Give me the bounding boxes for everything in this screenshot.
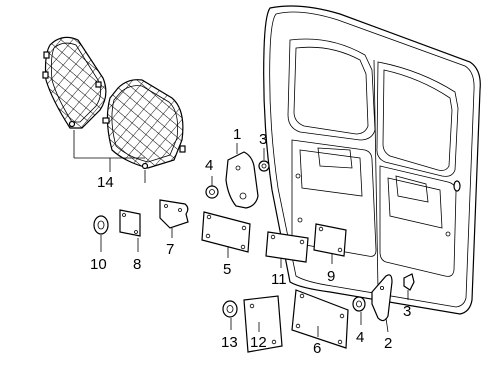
callout-11: 11 xyxy=(271,271,287,288)
callout-4-bottom: 4 xyxy=(356,329,364,346)
rear-door-panel xyxy=(263,5,481,315)
callout-5: 5 xyxy=(223,261,231,278)
callout-14: 14 xyxy=(97,174,114,191)
part-1-bracket xyxy=(225,143,259,209)
part-9-panel xyxy=(313,223,347,264)
callout-3-top: 3 xyxy=(259,131,267,148)
callout-8: 8 xyxy=(133,256,141,273)
part-4-grommet-bottom xyxy=(352,296,366,325)
callout-10: 10 xyxy=(90,256,107,273)
part-7-plate xyxy=(159,199,189,238)
part-4-grommet-top xyxy=(205,176,219,199)
part-12-plate xyxy=(243,295,283,353)
part-3-clip-bottom xyxy=(403,273,415,300)
part-11-panel xyxy=(265,231,309,268)
part-8-cover xyxy=(119,209,141,252)
callout-9: 9 xyxy=(327,268,335,285)
callout-7: 7 xyxy=(166,241,174,258)
callout-6: 6 xyxy=(313,340,321,357)
callout-4-top: 4 xyxy=(205,157,213,174)
part-5-panel xyxy=(201,211,251,258)
callout-14-bracket xyxy=(73,130,146,183)
right-cargo-net xyxy=(102,79,186,170)
part-3-clip-top xyxy=(258,148,270,172)
callout-2: 2 xyxy=(384,335,392,352)
callout-13: 13 xyxy=(221,334,238,351)
part-2-bracket xyxy=(371,274,393,333)
callout-12: 12 xyxy=(250,334,267,351)
part-10-plug xyxy=(93,215,109,252)
callout-1: 1 xyxy=(233,126,241,143)
part-6-plate xyxy=(291,289,349,349)
part-13-grommet xyxy=(222,300,238,330)
callout-3-bottom: 3 xyxy=(403,303,411,320)
